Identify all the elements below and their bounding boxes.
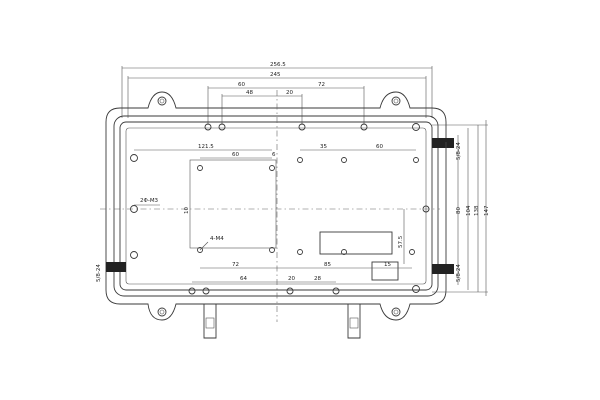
dim-60-right: 60 (376, 144, 383, 150)
dim-20-bottom: 20 (288, 276, 295, 282)
dim-top-48: 48 (246, 90, 253, 96)
inner-features (100, 90, 440, 322)
dim-72-bottom: 72 (232, 262, 239, 268)
right-side: 5/8-24 80 104 138 147 5/8-24 5/8-24 (96, 120, 490, 296)
dim-overall-width: 256.5 (270, 62, 286, 68)
dim-28: 28 (314, 276, 321, 282)
dim-right-138: 138 (474, 205, 480, 216)
dim-60-left: 60 (232, 152, 239, 158)
dim-thread-label: 2Φ-M3 (140, 198, 159, 204)
dim-right-5-8-24-bottom: 5/8-24 (456, 264, 462, 282)
dim-57-5: 57.5 (398, 235, 404, 248)
dim-35: 35 (320, 144, 327, 150)
dim-left-5-8-24: 5/8-24 (96, 264, 102, 282)
dim-top-20: 20 (286, 90, 293, 96)
enclosure-body (105, 91, 447, 339)
dim-right-80: 80 (456, 207, 462, 214)
inner-dimensions: 121.5 60 6 35 60 2Φ-M3 10 4-M4 57.5 15 7… (134, 144, 416, 283)
dim-64: 64 (240, 276, 247, 282)
dim-15: 15 (384, 262, 391, 268)
dim-85: 85 (324, 262, 331, 268)
dim-right-104: 104 (466, 205, 472, 216)
dim-6: 6 (272, 152, 276, 158)
top-dimensions: 256.5 245 60 72 48 20 (121, 62, 433, 125)
right-fitting-bottom (432, 264, 454, 274)
right-fitting-top (432, 138, 454, 148)
dim-hole-label: 4-M4 (210, 236, 224, 242)
dim-121-5: 121.5 (198, 144, 214, 150)
left-fitting (106, 262, 126, 272)
dim-right-5-8-24-top: 5/8-24 (456, 142, 462, 160)
dim-mount-width: 245 (270, 72, 281, 78)
dim-top-72: 72 (318, 82, 325, 88)
dim-left-10: 10 (184, 207, 190, 214)
dim-top-60: 60 (238, 82, 245, 88)
dim-right-147: 147 (484, 205, 490, 216)
